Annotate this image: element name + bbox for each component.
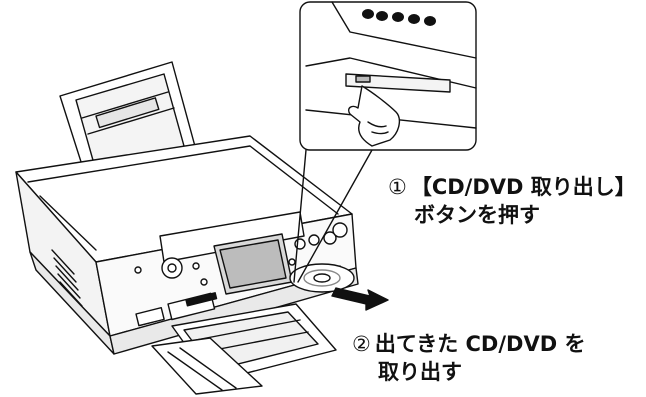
brand-logo [362, 9, 436, 26]
pointing-finger-icon [348, 85, 401, 147]
output-tray [151, 303, 337, 395]
step-1-callout: ①【CD/DVD 取り出し】 ボタンを押す [388, 173, 636, 229]
cd-eject-button [355, 75, 371, 83]
cd-dvd-disc [289, 263, 355, 293]
printer-body [15, 135, 359, 355]
step-1-line1: 【CD/DVD 取り出し】 [410, 175, 636, 199]
step-1-number: ① [388, 175, 407, 199]
zoom-callout-box [299, 1, 477, 151]
eject-arrow-icon [331, 287, 389, 311]
step-2-number: ② [352, 332, 371, 356]
card-slots [135, 292, 218, 327]
step-1-line2: ボタンを押す [414, 203, 540, 227]
step-2-line1: 出てきた CD/DVD を [374, 332, 586, 356]
step-2-line2: 取り出す [378, 360, 462, 384]
control-panel [134, 211, 348, 295]
callout-leader [293, 149, 373, 283]
